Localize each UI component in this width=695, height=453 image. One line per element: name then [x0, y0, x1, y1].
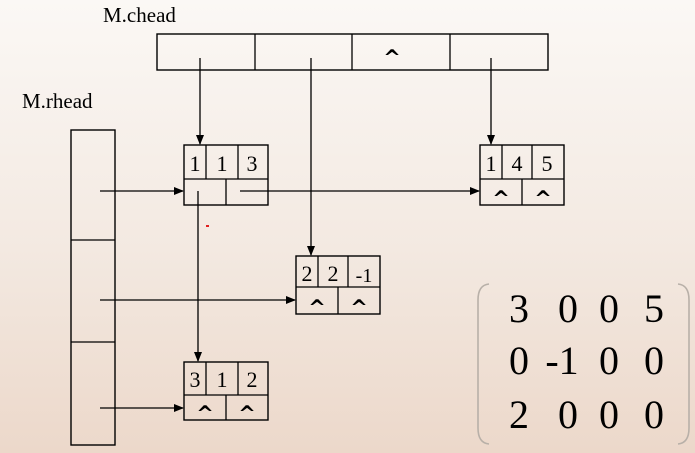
matrix-cell: 5: [644, 286, 664, 331]
matrix-cell: 0: [599, 286, 619, 331]
chead-null-symbol: ^: [383, 46, 401, 70]
matrix-left-bracket: [477, 283, 490, 445]
node-right-null: ^: [350, 296, 368, 320]
node-down-null: ^: [196, 402, 214, 426]
node-down-null: ^: [308, 296, 326, 320]
sparse-matrix: 3 0 0 5 0 -1 0 0 2 0 0 0: [477, 283, 690, 445]
matrix-cell: 0: [644, 392, 664, 437]
node-right-null: ^: [238, 402, 256, 426]
matrix-cell: -1: [545, 338, 578, 383]
rhead-label: M.rhead: [22, 89, 93, 113]
node-2-2: 2 2 -1 ^ ^: [295, 255, 381, 320]
matrix-cell: 0: [599, 392, 619, 437]
matrix-cell: 2: [509, 392, 529, 437]
node-down-null: ^: [492, 187, 510, 211]
matrix-cell: 0: [599, 338, 619, 383]
node-row-index: 3: [190, 367, 201, 392]
node-right-null: ^: [534, 187, 552, 211]
matrix-cell: 3: [509, 286, 529, 331]
red-mark: [206, 225, 209, 227]
node-value: 5: [542, 151, 553, 176]
node-col-index: 4: [512, 151, 523, 176]
node-row-index: 1: [190, 151, 201, 176]
node-col-index: 1: [217, 151, 228, 176]
node-3-1: 3 1 2 ^ ^: [183, 361, 269, 426]
rhead-array: [70, 129, 116, 446]
node-1-1: 1 1 3: [183, 144, 269, 206]
matrix-cell: 0: [509, 338, 529, 383]
node-col-index: 2: [328, 261, 339, 286]
chead-array: ^: [156, 33, 549, 71]
node-value: 2: [247, 367, 258, 392]
matrix-cell: 0: [644, 338, 664, 383]
matrix-cell: 0: [558, 392, 578, 437]
node-value: -1: [356, 265, 373, 287]
node-value: 3: [247, 151, 258, 176]
matrix-cell: 0: [558, 286, 578, 331]
node-row-index: 2: [302, 261, 313, 286]
node-col-index: 1: [217, 367, 228, 392]
node-row-index: 1: [486, 151, 497, 176]
chead-label: M.chead: [103, 3, 176, 27]
node-1-4: 1 4 5 ^ ^: [479, 144, 565, 211]
matrix-right-bracket: [677, 283, 690, 445]
